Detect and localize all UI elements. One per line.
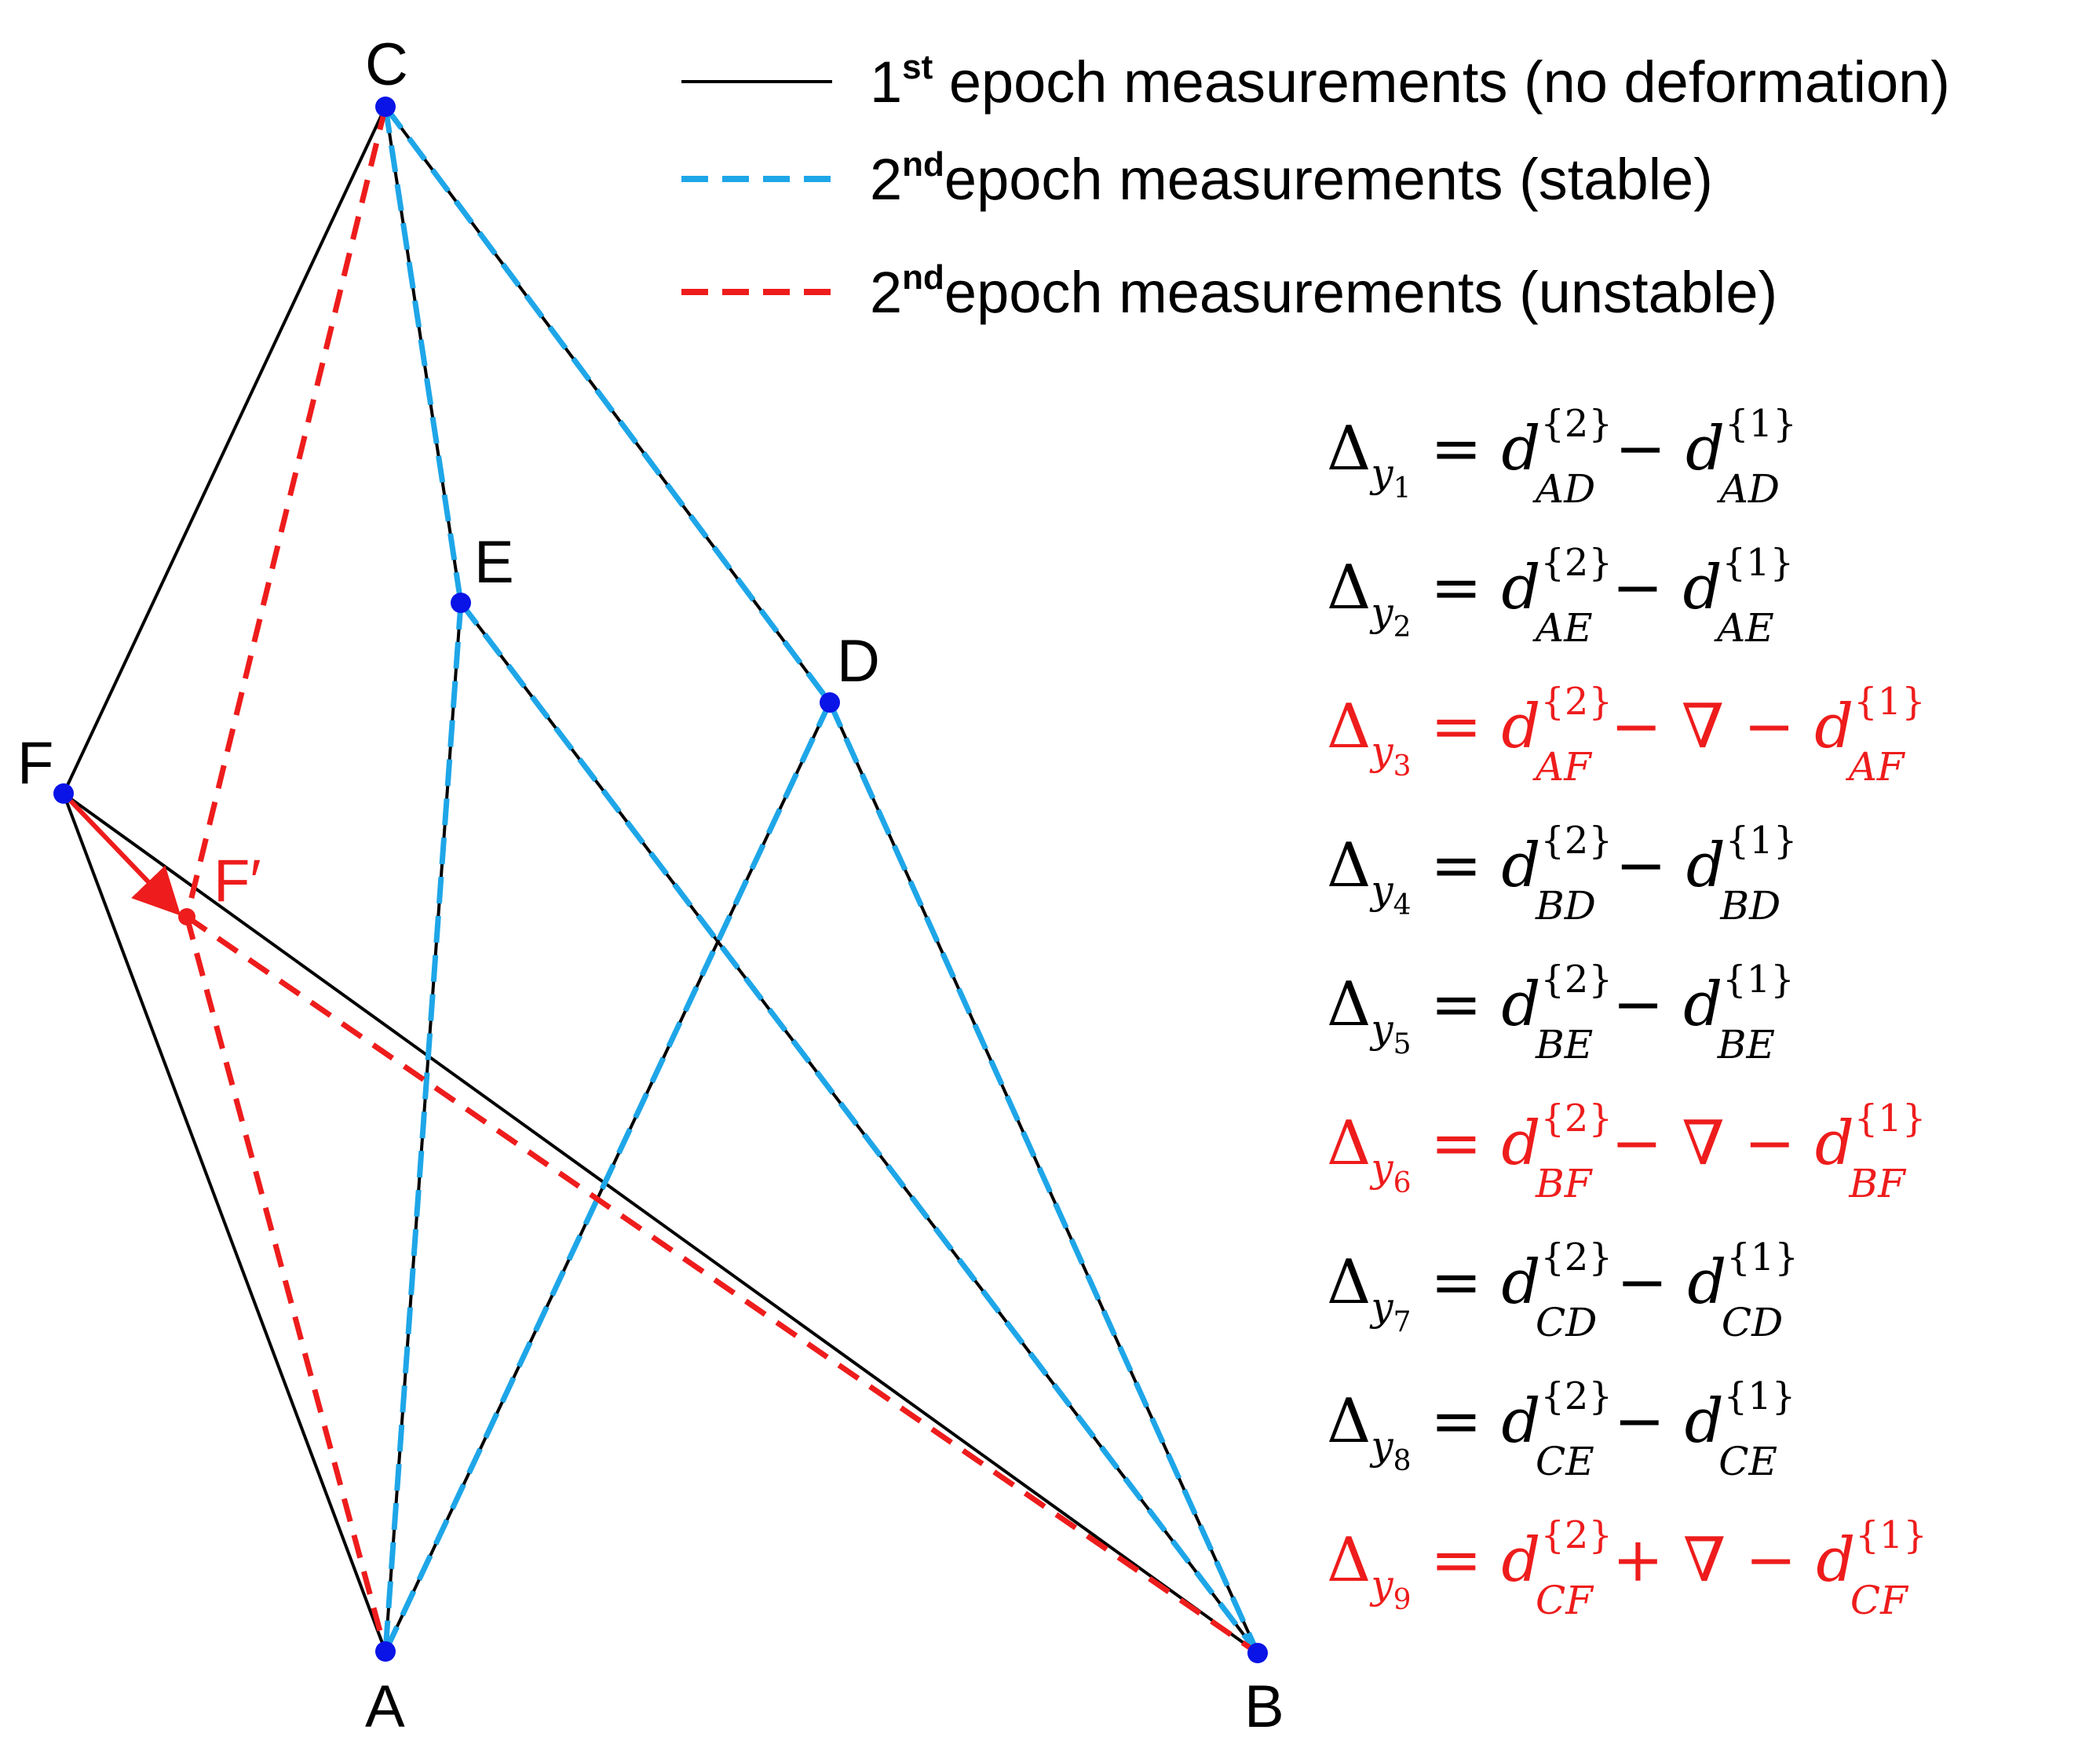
label-C: C (365, 31, 408, 98)
equation-9: Δy9 = d{2}CF + ∇ − d{1}CF (1327, 1513, 1927, 1623)
label-B: B (1244, 1673, 1284, 1740)
stable-CE (382, 106, 464, 604)
unstable-CFp (184, 106, 389, 918)
point-D (820, 692, 840, 713)
legend: 1st epoch measurements (no deformation) 2… (681, 48, 1950, 325)
unstable-lines (184, 106, 1259, 1655)
label-A: A (365, 1673, 405, 1740)
displacement-arrow (61, 791, 181, 916)
equation-7: Δy7 = d{2}CD − d{1}CD (1327, 1235, 1799, 1345)
equation-8: Δy8 = d{2}CE − d{1}CE (1327, 1374, 1795, 1484)
stable-DA (382, 701, 833, 1653)
equation-2: Δy2 = d{2}AE − d{1}AE (1327, 541, 1794, 651)
equations: Δy1 = d{2}AD − d{1}AD Δy2 = d{2}AE − d{1}… (1327, 402, 1927, 1623)
line-CF (62, 106, 387, 794)
point-F (53, 783, 74, 804)
stable-EB (458, 600, 1260, 1655)
equation-3: Δy3 = d{2}AF − ∇ − d{1}AF (1327, 680, 1926, 790)
line-FB (62, 792, 1259, 1655)
point-A (375, 1641, 396, 1662)
stable-EA (382, 602, 464, 1652)
label-F-prime: F′ (214, 848, 261, 914)
point-C (375, 97, 396, 117)
label-F: F (17, 730, 53, 797)
equation-1: Δy1 = d{2}AD − d{1}AD (1327, 402, 1797, 512)
equation-5: Δy5 = d{2}BE − d{1}BE (1327, 958, 1795, 1067)
legend-label-1: 1st epoch measurements (no deformation) (870, 48, 1950, 115)
line-FA (62, 793, 387, 1652)
stable-lines (382, 104, 1261, 1655)
point-E (451, 593, 471, 613)
equation-6: Δy6 = d{2}BF − ∇ − d{1}BF (1327, 1097, 1926, 1206)
label-D: D (837, 628, 880, 695)
unstable-FpA (184, 916, 389, 1652)
unstable-FpB (185, 914, 1259, 1655)
point-B (1247, 1643, 1268, 1663)
equation-4: Δy4 = d{2}BD − d{1}BD (1327, 819, 1797, 929)
point-F-prime (178, 908, 195, 925)
label-E: E (474, 529, 514, 596)
points (53, 97, 1268, 1663)
legend-label-3: 2ndepoch measurements (unstable) (870, 258, 1777, 325)
stable-DB (827, 701, 1261, 1655)
legend-label-2: 2ndepoch measurements (stable) (870, 145, 1713, 212)
stable-CD (383, 104, 832, 705)
